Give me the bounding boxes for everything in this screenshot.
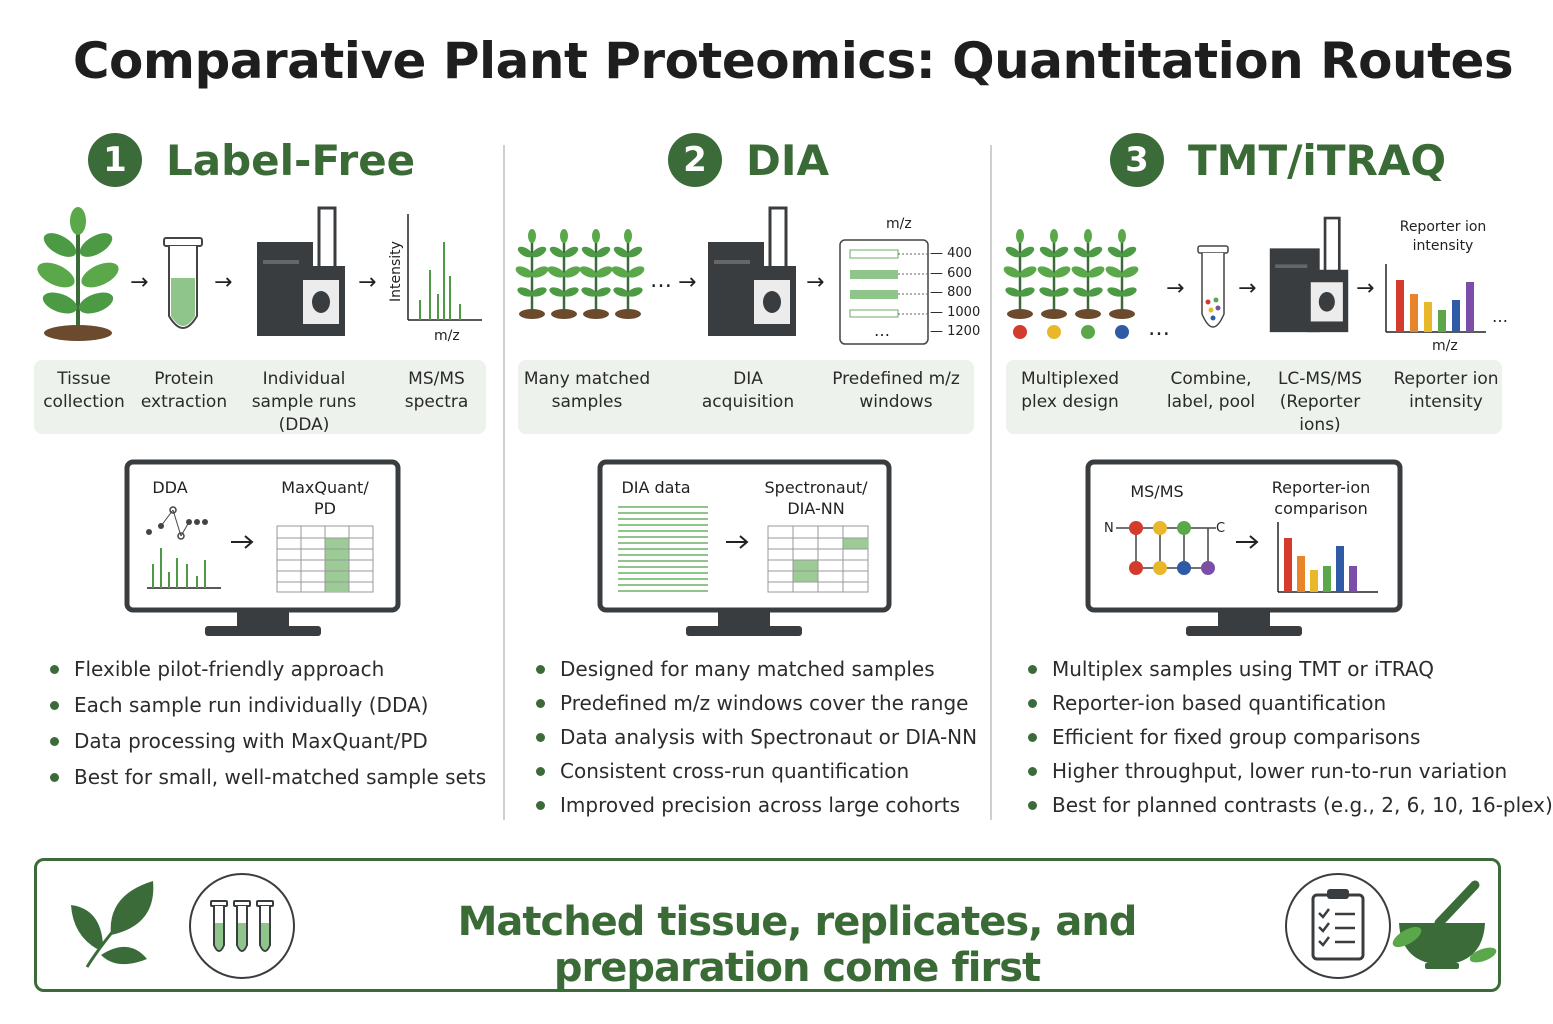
- arrow-icon: →: [1356, 276, 1375, 301]
- axis-label-intensity: Intensity: [388, 241, 404, 302]
- banner-message: Matched tissue, replicates, and preparat…: [457, 899, 1138, 991]
- arrow-icon: →: [214, 270, 233, 295]
- ellipsis-text: …: [874, 321, 890, 340]
- monitor-label-left: DDA: [152, 478, 188, 497]
- mass-spectrometer-icon: [708, 206, 796, 336]
- arrow-icon: →: [1166, 276, 1185, 301]
- seedlings-icon: [515, 227, 648, 321]
- ellipsis-text: …: [1148, 316, 1170, 341]
- peptide-c-terminus: C: [1216, 521, 1225, 536]
- step-label: LC-MS/MS(Reporter ions): [1277, 369, 1363, 435]
- bullet-item: Higher throughput, lower run-to-run vari…: [1028, 754, 1553, 788]
- step-label: Combine,label, pool: [1166, 369, 1256, 412]
- bullet-list: Multiplex samples using TMT or iTRAQ Rep…: [1028, 652, 1553, 822]
- bullet-item: Data processing with MaxQuant/PD: [50, 724, 486, 760]
- reporter-ion-chart: … m/z: [1385, 264, 1508, 354]
- step-number-badge: 1: [88, 133, 142, 187]
- mz-axis-label: m/z: [886, 216, 912, 232]
- mz-tick: — 400: [930, 246, 972, 261]
- arrow-icon: →: [130, 270, 149, 295]
- axis-label-mz: m/z: [1432, 338, 1458, 354]
- labeled-tube-icon: [1197, 245, 1229, 328]
- mass-spectrometer-icon: [257, 206, 345, 336]
- mz-windows-panel: …: [839, 239, 929, 345]
- column-title: Label-Free: [166, 135, 416, 185]
- bullet-item: Designed for many matched samples: [536, 652, 977, 686]
- bullet-item: Consistent cross-run quantification: [536, 754, 977, 788]
- multiplexed-plants-icon: [1003, 227, 1142, 339]
- computer-monitor-icon: N C: [1085, 459, 1403, 636]
- bullet-item: Each sample run individually (DDA): [50, 688, 486, 724]
- monitor-label-left: MS/MS: [1130, 482, 1184, 501]
- column-title: TMT/iTRAQ: [1188, 135, 1447, 185]
- bullet-list: Flexible pilot-friendly approach Each sa…: [50, 652, 486, 796]
- mz-tick: — 1200: [930, 324, 981, 339]
- bullet-item: Data analysis with Spectronaut or DIA-NN: [536, 720, 977, 754]
- clipboard-checklist-icon: [1285, 873, 1391, 979]
- peptide-n-terminus: N: [1104, 521, 1114, 536]
- mz-window-ticks: — 400 — 600 — 800 — 1000 — 1200: [930, 244, 980, 342]
- bullet-item: Efficient for fixed group comparisons: [1028, 720, 1553, 754]
- ellipsis-text: …: [650, 268, 672, 293]
- page-title: Comparative Plant Proteomics: Quantitati…: [72, 32, 1514, 90]
- bullet-item: Improved precision across large cohorts: [536, 788, 977, 822]
- bullet-item: Best for planned contrasts (e.g., 2, 6, …: [1028, 788, 1553, 822]
- mz-tick: — 1000: [930, 304, 981, 320]
- step-number-badge: 2: [668, 133, 722, 187]
- ellipsis-text: …: [1492, 307, 1508, 326]
- column-header-label-free: 1 Label-Free: [88, 130, 415, 190]
- bullet-item: Reporter-ion based quantification: [1028, 686, 1553, 720]
- takeaway-banner: Matched tissue, replicates, and preparat…: [34, 858, 1501, 992]
- mz-tick: — 600: [930, 265, 972, 281]
- computer-monitor-icon: [124, 459, 401, 636]
- column-divider: [990, 145, 992, 820]
- arrow-icon: →: [806, 270, 825, 295]
- column-divider: [503, 145, 505, 820]
- axis-label-mz: m/z: [434, 328, 460, 344]
- bullet-item: Predefined m/z windows cover the range: [536, 686, 977, 720]
- column-header-dia: 2 DIA: [668, 130, 829, 190]
- computer-monitor-icon: [597, 459, 892, 636]
- arrow-icon: →: [358, 270, 377, 295]
- bullet-item: Flexible pilot-friendly approach: [50, 652, 486, 688]
- leaf-icon: [71, 881, 154, 968]
- plant-icon: [37, 207, 119, 341]
- arrow-icon: →: [1238, 276, 1257, 301]
- replicate-tubes-icon: [189, 873, 295, 979]
- monitor-label-left: DIA data: [621, 478, 691, 497]
- bullet-list: Designed for many matched samples Predef…: [536, 652, 977, 822]
- monitor-label-right: MaxQuant/PD: [281, 478, 369, 518]
- monitor-label-right: Spectronaut/DIA-NN: [764, 478, 868, 518]
- bullet-item: Best for small, well-matched sample sets: [50, 760, 486, 796]
- step-number-badge: 3: [1110, 133, 1164, 187]
- mortar-pestle-icon: [1392, 880, 1497, 969]
- arrow-icon: →: [678, 270, 697, 295]
- mass-spectrometer-icon: [1269, 216, 1349, 333]
- column-header-tmt: 3 TMT/iTRAQ: [1110, 130, 1446, 190]
- mz-tick: — 800: [930, 285, 972, 300]
- bullet-item: Multiplex samples using TMT or iTRAQ: [1028, 652, 1553, 686]
- sample-tube-icon: [163, 237, 203, 329]
- ms-spectrum-chart: Intensity m/z: [388, 214, 482, 344]
- column-title: DIA: [746, 135, 829, 185]
